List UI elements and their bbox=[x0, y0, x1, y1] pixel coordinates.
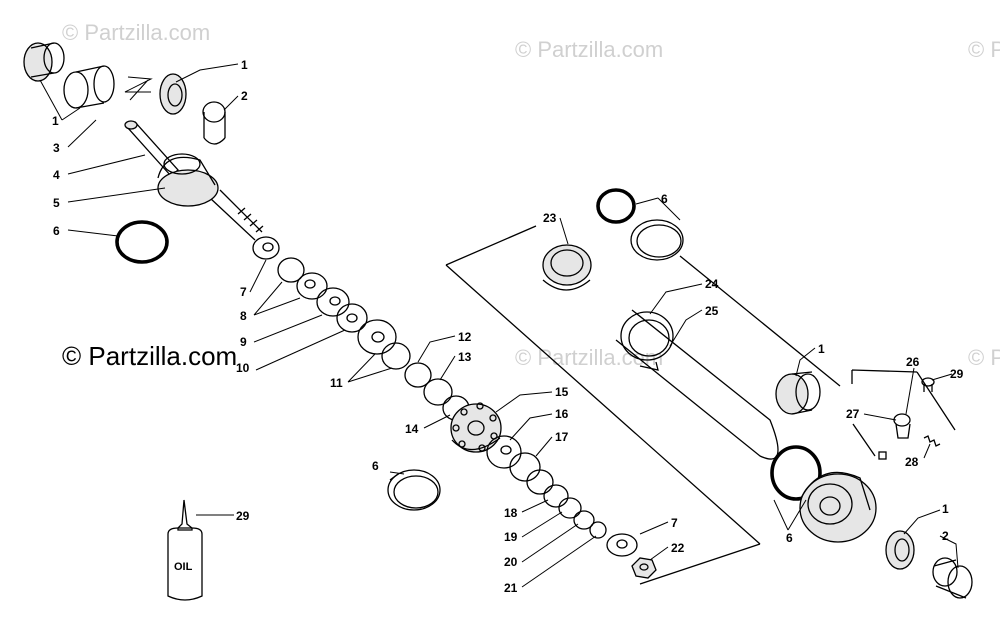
callout-label: 6 bbox=[372, 459, 379, 473]
callout-label: 26 bbox=[906, 355, 920, 369]
callout-label: 5 bbox=[53, 196, 60, 210]
callout-label: 7 bbox=[240, 285, 247, 299]
piston bbox=[450, 402, 502, 453]
spacer-right-lower bbox=[932, 557, 973, 599]
callout-label: 17 bbox=[555, 430, 569, 444]
callout-label: 20 bbox=[504, 555, 518, 569]
valve-body bbox=[893, 413, 911, 439]
bushing-right-lower bbox=[885, 530, 915, 570]
callout-label: 21 bbox=[504, 581, 518, 595]
bottle-label: OIL bbox=[174, 561, 193, 573]
callout-label: 11 bbox=[330, 376, 343, 390]
valve-cap bbox=[921, 377, 935, 392]
seal-head bbox=[542, 244, 592, 291]
valve-seal bbox=[878, 451, 887, 460]
bushing-top-left bbox=[23, 42, 65, 82]
wear-band bbox=[630, 219, 684, 261]
callout-label: 16 bbox=[555, 407, 569, 421]
callout-label: 23 bbox=[543, 211, 557, 225]
callout-label: 1 bbox=[241, 58, 248, 72]
callout-label: 15 bbox=[555, 385, 569, 399]
o-ring bbox=[115, 220, 169, 264]
washer-lower bbox=[606, 533, 638, 557]
valve-spring bbox=[923, 435, 941, 447]
callout-label: 18 bbox=[504, 506, 518, 520]
callout-label: 7 bbox=[671, 516, 678, 530]
piston-band bbox=[387, 469, 441, 511]
callout-label: 1 bbox=[52, 114, 59, 128]
piston-rod bbox=[124, 120, 264, 241]
callout-label: 10 bbox=[236, 361, 250, 375]
callout-label: 2 bbox=[241, 89, 248, 103]
shaft-eye bbox=[157, 153, 219, 207]
sleeve-bushing bbox=[63, 65, 115, 109]
o-ring bbox=[596, 188, 636, 224]
callout-label: 3 bbox=[53, 141, 60, 155]
shim-stack-lower bbox=[486, 435, 607, 539]
callout-label: 29 bbox=[950, 367, 964, 381]
shock-body bbox=[615, 309, 779, 460]
callout-label: 13 bbox=[458, 350, 472, 364]
callout-label: 24 bbox=[705, 277, 719, 291]
callout-label: 6 bbox=[53, 224, 60, 238]
callouts: 1 1 2 3 4 5 6 7 8 9 10 11 12 13 14 15 16… bbox=[39, 58, 964, 595]
callout-label: 22 bbox=[671, 541, 685, 555]
callout-label: 28 bbox=[905, 455, 919, 469]
callout-label: 25 bbox=[705, 304, 719, 318]
bushing-right-upper bbox=[775, 371, 821, 415]
o-ring bbox=[770, 445, 822, 501]
assembly-outline bbox=[445, 225, 841, 585]
nut bbox=[631, 557, 657, 579]
callout-label: 6 bbox=[661, 192, 668, 206]
callout-label: 27 bbox=[846, 407, 860, 421]
valve-bracket bbox=[851, 369, 956, 457]
callout-label: 9 bbox=[240, 335, 247, 349]
callout-label: 2 bbox=[942, 529, 949, 543]
callout-label: 8 bbox=[240, 309, 247, 323]
callout-label: 4 bbox=[53, 168, 60, 182]
spacer-upper bbox=[202, 101, 226, 145]
callout-label: 1 bbox=[818, 342, 825, 356]
watermark: © Partzilla.com bbox=[515, 37, 663, 62]
bushing-upper bbox=[159, 73, 187, 115]
callout-label: 12 bbox=[458, 330, 472, 344]
shim-stack-upper bbox=[277, 257, 470, 421]
oil-bottle: OIL bbox=[167, 499, 203, 601]
callout-label: 19 bbox=[504, 530, 518, 544]
bracket-line bbox=[124, 76, 153, 101]
washer bbox=[252, 236, 280, 260]
callout-label: 14 bbox=[405, 422, 419, 436]
copyright-text: © Partzilla.com bbox=[62, 341, 237, 371]
watermark: © Partzilla.com bbox=[968, 37, 1000, 62]
callout-label: 29 bbox=[236, 509, 250, 523]
callout-label: 1 bbox=[942, 502, 949, 516]
callout-label: 6 bbox=[786, 531, 793, 545]
end-cap bbox=[799, 471, 877, 543]
watermark: © Partzilla.com bbox=[968, 345, 1000, 370]
watermark: © Partzilla.com bbox=[62, 20, 210, 45]
